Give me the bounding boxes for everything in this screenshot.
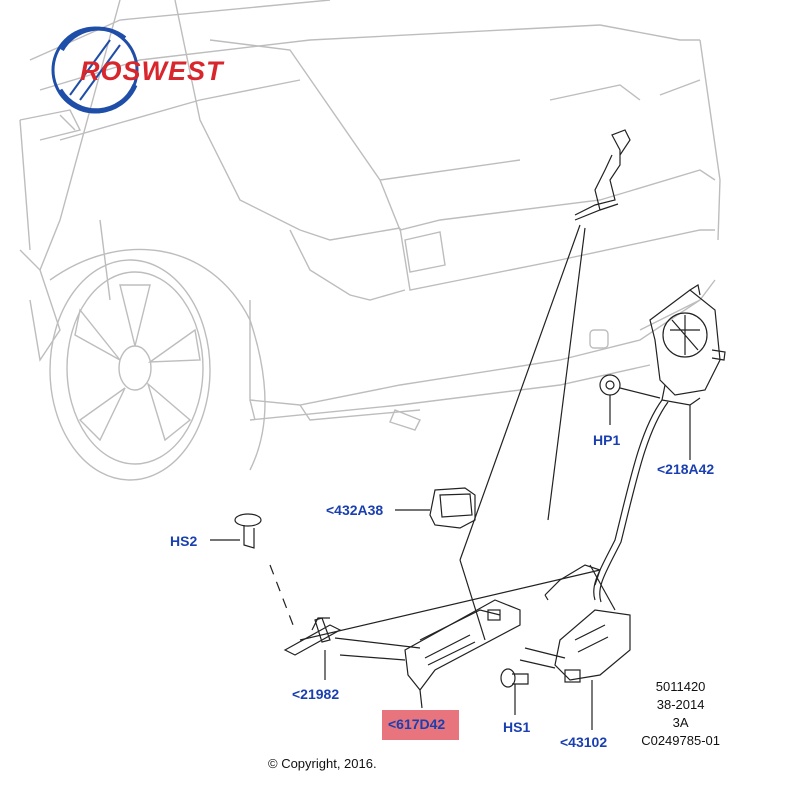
- vehicle-outline: [19, 0, 721, 471]
- callout-617d42[interactable]: <617D42: [382, 710, 460, 740]
- callout-43102[interactable]: <43102: [560, 734, 608, 750]
- callout-432a38[interactable]: <432A38: [326, 502, 384, 518]
- reference-line-4: C0249785-01: [641, 733, 720, 748]
- brand-logo-text: ROSWEST: [80, 56, 224, 86]
- logo-emblem: [51, 26, 139, 114]
- reference-line-1: 5011420: [655, 679, 706, 694]
- reference-line-3: 3A: [672, 715, 689, 730]
- part-lines: [210, 129, 726, 730]
- callout-hp1[interactable]: HP1: [593, 432, 621, 448]
- reference-line-2: 38-2014: [656, 697, 705, 712]
- callout-hs2[interactable]: HS2: [170, 533, 198, 549]
- diagram-reference: 5011420 38-2014 3A C0249785-01: [641, 678, 720, 750]
- copyright-notice: © Copyright, 2016.: [268, 756, 377, 771]
- callout-21982[interactable]: <21982: [292, 686, 340, 702]
- wheel: [49, 259, 211, 481]
- callout-218a42[interactable]: <218A42: [657, 461, 715, 477]
- callout-hs1[interactable]: HS1: [503, 719, 531, 735]
